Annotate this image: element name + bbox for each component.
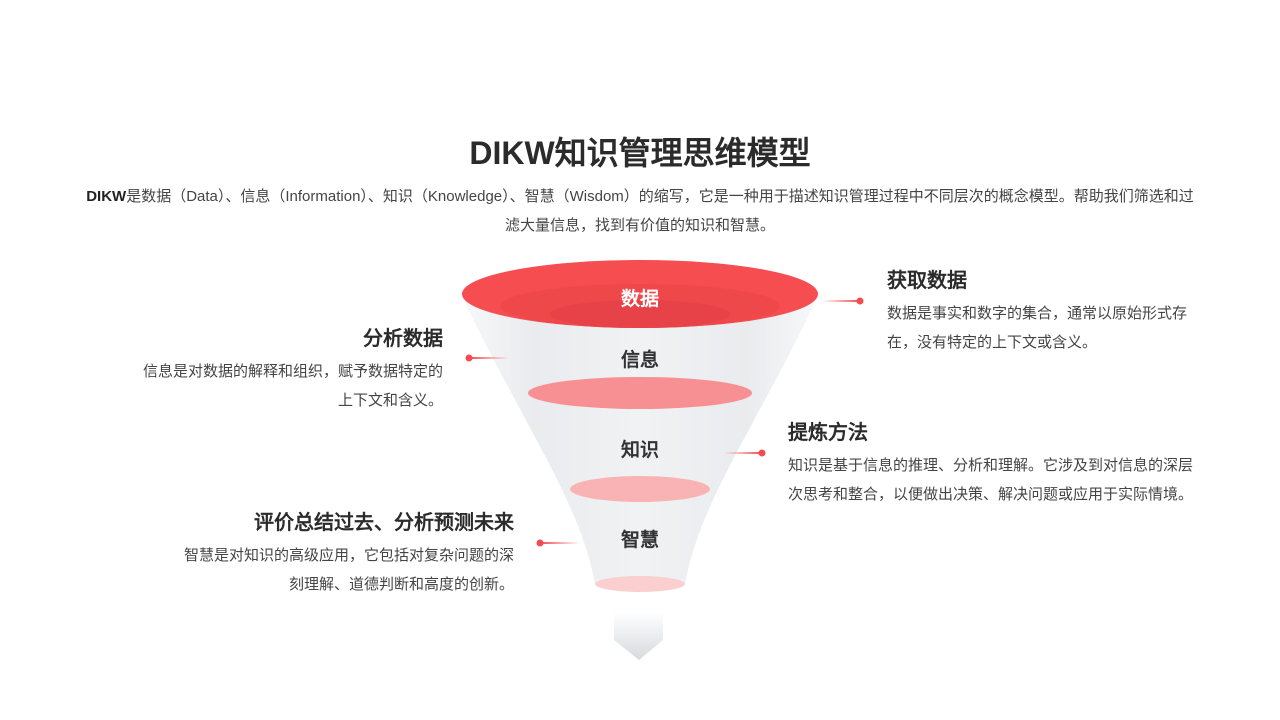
description-text: 是数据（Data）、信息（Information）、知识（Knowledge）、…	[126, 188, 1194, 234]
connector-1	[822, 297, 864, 305]
connector-2	[465, 354, 509, 362]
callout-information: 分析数据 信息是对数据的解释和组织，赋予数据特定的上下文和含义。	[130, 322, 443, 415]
ellipse-shade	[550, 300, 730, 328]
arrow-down-icon	[614, 612, 663, 660]
callout-title: 分析数据	[363, 328, 443, 350]
callout-body: 信息是对数据的解释和组织，赋予数据特定的上下文和含义。	[142, 363, 443, 409]
level-label-knowledge: 知识	[621, 438, 659, 461]
page-title: DIKW知识管理思维模型	[469, 135, 811, 171]
connector-3	[724, 449, 766, 457]
level-label-information: 信息	[621, 348, 659, 371]
callout-title: 提炼方法	[788, 422, 868, 444]
callout-body: 数据是事实和数字的集合，通常以原始形式存在，没有特定的上下文或含义。	[887, 305, 1188, 351]
connector-4	[536, 539, 580, 547]
callout-title: 获取数据	[887, 270, 967, 292]
funnel-body	[462, 296, 818, 584]
level-ellipse-information	[528, 377, 752, 409]
callout-body: 知识是基于信息的推理、分析和理解。它涉及到对信息的深层次思考和整合，以便做出决策…	[788, 457, 1194, 503]
callout-knowledge: 提炼方法 知识是基于信息的推理、分析和理解。它涉及到对信息的深层次思考和整合，以…	[788, 416, 1208, 509]
level-label-data: 数据	[621, 287, 659, 310]
callout-body: 智慧是对知识的高级应用，它包括对复杂问题的深刻理解、道德判断和高度的创新。	[183, 547, 514, 593]
description-bold: DIKW	[86, 188, 127, 205]
callout-title: 评价总结过去、分析预测未来	[254, 512, 514, 534]
level-ellipse-wisdom	[595, 576, 685, 592]
level-label-wisdom: 智慧	[621, 528, 659, 551]
level-ellipse-knowledge	[570, 476, 710, 502]
callout-wisdom: 评价总结过去、分析预测未来 智慧是对知识的高级应用，它包括对复杂问题的深刻理解、…	[170, 506, 514, 599]
callout-data: 获取数据 数据是事实和数字的集合，通常以原始形式存在，没有特定的上下文或含义。	[887, 264, 1207, 357]
description: DIKW是数据（Data）、信息（Information）、知识（Knowled…	[80, 182, 1200, 240]
